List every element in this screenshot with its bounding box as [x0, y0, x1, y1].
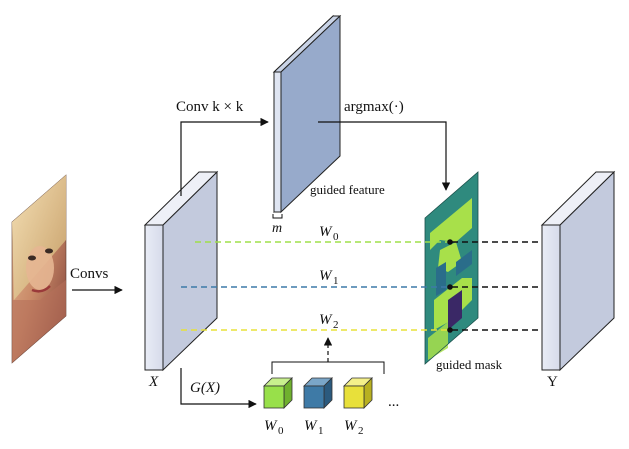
svg-text:W: W	[264, 418, 278, 434]
svg-text:0: 0	[333, 231, 339, 243]
conv-path	[180, 117, 269, 196]
svg-text:W: W	[319, 268, 333, 284]
cube-ellipsis: ...	[388, 394, 399, 410]
m-label: m	[272, 221, 282, 236]
svg-text:W: W	[344, 418, 358, 434]
conv-kxk-label: Conv k × k	[176, 99, 244, 115]
cube-bracket	[271, 361, 385, 374]
argmax-path	[318, 121, 451, 191]
argmax-label: argmax(·)	[344, 99, 404, 115]
cube-w2-label: W 2	[344, 418, 364, 437]
mask-point-2	[447, 327, 453, 333]
svg-text:1: 1	[333, 275, 339, 287]
gx-path	[180, 368, 257, 409]
mask-point-1	[447, 284, 453, 290]
guided-feature-map	[272, 14, 342, 214]
gx-label: G(X)	[190, 380, 220, 396]
mask-point-0	[447, 239, 453, 245]
svg-text:2: 2	[333, 319, 339, 331]
svg-text:W: W	[319, 312, 333, 328]
w1-line-label: W 1	[319, 268, 339, 287]
guided-mask-label: guided mask	[436, 357, 503, 372]
y-output-block	[540, 170, 616, 372]
convs-label: Convs	[70, 266, 109, 282]
cube-w2	[343, 377, 373, 409]
cube-w0	[263, 377, 293, 409]
guided-mask	[424, 171, 479, 365]
svg-text:W: W	[319, 224, 333, 240]
guided-feature-label: guided feature	[310, 182, 385, 197]
m-bracket	[272, 214, 283, 219]
x-label: X	[148, 374, 159, 390]
w0-line-label: W 0	[319, 224, 339, 243]
input-face-image	[11, 174, 67, 364]
cube-w1-label: W 1	[304, 418, 324, 437]
y-label: Y	[547, 374, 558, 390]
svg-text:2: 2	[358, 425, 364, 437]
x-feature-block	[143, 170, 219, 372]
svg-text:0: 0	[278, 425, 284, 437]
svg-text:1: 1	[318, 425, 324, 437]
w2-line-label: W 2	[319, 312, 339, 331]
svg-text:W: W	[304, 418, 318, 434]
cube-w0-label: W 0	[264, 418, 284, 437]
cube-w1	[303, 377, 333, 409]
